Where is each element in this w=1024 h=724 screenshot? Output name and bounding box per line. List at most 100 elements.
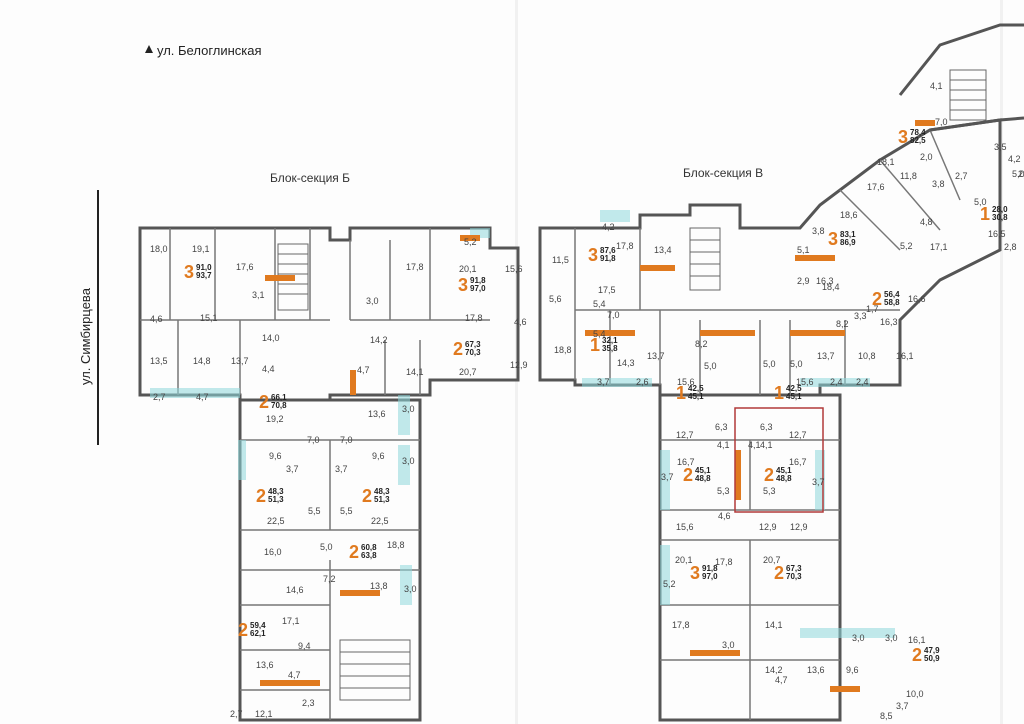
total-area: 70,3 <box>465 348 481 357</box>
room-area-label: 22,5 <box>371 516 389 526</box>
room-count: 3 <box>588 245 599 265</box>
room-area-label: 17,8 <box>465 313 483 323</box>
living-area: 42,5 <box>688 383 704 393</box>
room-area-label: 14,1 <box>765 620 783 630</box>
room-count: 2 <box>349 542 360 562</box>
room-area-label: 11,8 <box>900 171 917 181</box>
room-area-label: 5,4 <box>593 299 606 309</box>
room-count: 2 <box>238 620 249 640</box>
room-area-label: 2,0 <box>920 152 933 162</box>
room-area-label: 12,7 <box>676 430 694 440</box>
living-area: 59,4 <box>250 620 266 630</box>
room-area-label: 3,0 <box>366 296 379 306</box>
room-area-label: 4,7 <box>775 675 788 685</box>
room-area-label: 3,1 <box>252 290 265 300</box>
stairs-b <box>277 243 411 701</box>
room-area-label: 10,8 <box>858 351 876 361</box>
room-area-label: 11,5 <box>552 255 569 265</box>
room-area-label: 9,4 <box>298 641 311 651</box>
living-area: 91,0 <box>196 262 212 272</box>
room-area-label: 17,8 <box>715 557 733 567</box>
room-area-label: 15,1 <box>200 313 218 323</box>
room-area-label: 3,5 <box>994 142 1007 152</box>
room-count: 2 <box>362 486 373 506</box>
room-area-label: 3,8 <box>932 179 945 189</box>
room-area-label: 4,2 <box>602 222 615 232</box>
room-area-label: 14,0 <box>262 333 280 343</box>
living-area: 87,6 <box>600 245 616 255</box>
room-area-label: 13,6 <box>256 660 274 670</box>
room-count: 3 <box>184 262 195 282</box>
room-area-label: 13,8 <box>370 581 388 591</box>
room-area-label: 3,7 <box>661 472 674 482</box>
room-area-label: 5,5 <box>340 506 353 516</box>
room-area-label: 5,0 <box>704 361 717 371</box>
room-area-label: 16,7 <box>789 457 807 467</box>
room-area-label: 9,6 <box>846 665 859 675</box>
room-area-label: 9,6 <box>269 451 282 461</box>
room-area-label: 2,8 <box>1004 242 1017 252</box>
living-area: 32,1 <box>602 335 618 345</box>
room-area-label: 2,4 <box>856 377 869 387</box>
room-area-label: 16,1 <box>908 635 926 645</box>
room-area-label: 15,6 <box>796 377 814 387</box>
room-area-label: 13,6 <box>807 665 825 675</box>
room-area-label: 3,0 <box>402 404 415 414</box>
stairs-v <box>689 69 987 291</box>
living-area: 56,4 <box>884 289 900 299</box>
room-area-label: 7,0 <box>607 310 620 320</box>
room-count: 2 <box>453 339 464 359</box>
room-count: 1 <box>774 383 785 403</box>
room-area-label: 12,1 <box>255 709 273 719</box>
room-area-label: 5,2 <box>663 579 676 589</box>
room-area-label: 13,7 <box>647 351 665 361</box>
room-area-label: 5,4 <box>593 329 606 339</box>
room-area-label: 5,3 <box>763 486 776 496</box>
room-area-label: 3,8 <box>812 226 825 236</box>
room-area-label: 3,7 <box>896 701 909 711</box>
total-area: 35,8 <box>602 344 618 353</box>
total-area: 63,8 <box>361 551 377 560</box>
room-area-label: 5,3 <box>717 486 730 496</box>
room-area-label: 5,6 <box>549 294 562 304</box>
room-area-label: 4,6 <box>718 511 731 521</box>
room-area-label: 4,2 <box>1008 154 1021 164</box>
room-area-label: 12,9 <box>790 522 808 532</box>
room-count: 3 <box>690 563 701 583</box>
room-area-label: 5,0 <box>1012 169 1024 179</box>
room-area-label: 8,2 <box>695 339 708 349</box>
total-area: 51,3 <box>374 495 390 504</box>
block-g-outline <box>898 23 1024 132</box>
room-area-label: 14,3 <box>617 358 635 368</box>
street-north-label: ул. Белоглинская <box>157 43 262 58</box>
room-area-label: 16,7 <box>677 457 695 467</box>
living-area: 67,3 <box>786 563 802 573</box>
room-area-label: 5,0 <box>790 359 803 369</box>
room-area-label: 6,3 <box>715 422 728 432</box>
room-area-label: 19,2 <box>266 414 284 424</box>
living-area: 83,1 <box>840 229 856 239</box>
room-area-label: 4,6 <box>514 317 527 327</box>
section-v-title: Блок-секция В <box>683 166 764 180</box>
room-area-label: 13,7 <box>231 356 249 366</box>
room-area-label: 20,7 <box>459 367 477 377</box>
room-area-label: 5,0 <box>763 359 776 369</box>
living-area: 78,4 <box>910 127 926 137</box>
room-area-label: 15,6 <box>505 264 523 274</box>
living-area: 28,0 <box>992 204 1008 214</box>
room-area-label: 7,0 <box>340 435 353 445</box>
street-west-label: ул. Симбирцева <box>78 288 93 385</box>
total-area: 70,3 <box>786 572 802 581</box>
room-area-label: 16,3 <box>880 317 898 327</box>
room-area-label: 17,8 <box>616 241 634 251</box>
room-count: 2 <box>774 563 785 583</box>
